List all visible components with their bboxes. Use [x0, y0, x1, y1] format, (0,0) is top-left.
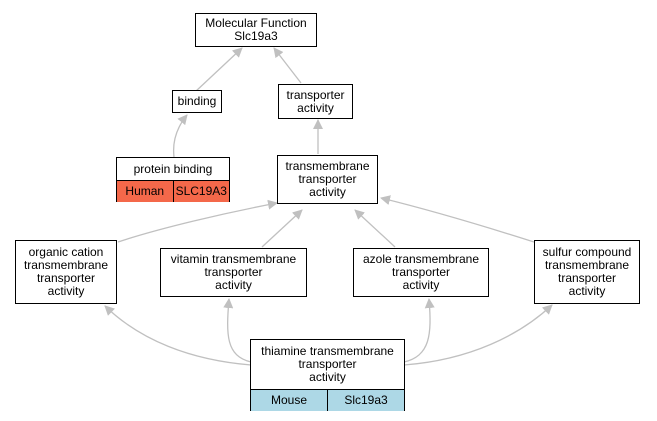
node-transporter-activity-label: transporter activity	[286, 87, 345, 115]
edge-thiamine-to-azole	[403, 298, 435, 363]
node-organic-cation-label: organic cation transmembrane transporter…	[23, 245, 109, 298]
edge-sulfur-to-transmembrane	[380, 195, 535, 243]
edge-transporter-to-mf	[273, 47, 302, 84]
gene-slc19a3-mouse-cell: Slc19a3	[327, 390, 404, 411]
node-thiamine-label: thiamine transmembrane transporter activ…	[261, 344, 394, 384]
thiamine-annotation-row: Mouse Slc19a3	[251, 389, 404, 411]
node-vitamin-transmembrane-transporter-activity[interactable]: vitamin transmembrane transporter activi…	[160, 248, 307, 297]
node-transmembrane-transporter-activity[interactable]: transmembrane transporter activity	[277, 155, 378, 204]
edge-thiamine-to-sulfur	[403, 304, 553, 366]
edge-vitamin-to-transmembrane	[261, 209, 303, 248]
edge-binding-to-mf	[194, 47, 243, 93]
node-azole-label: azole transmembrane transporter activity	[362, 252, 480, 292]
node-protein-binding-label: protein binding	[133, 161, 213, 176]
gene-slc19a3-human-cell: SLC19A3	[172, 181, 229, 202]
node-molecular-function[interactable]: Molecular Function Slc19a3	[195, 13, 317, 47]
edge-azole-to-transmembrane	[354, 209, 396, 248]
protein-binding-annotation-row: Human SLC19A3	[117, 180, 229, 202]
node-molecular-function-label: Molecular Function Slc19a3	[205, 16, 307, 43]
node-transmembrane-transporter-activity-label: transmembrane transporter activity	[285, 159, 370, 199]
node-sulfur-compound-transmembrane-transporter-activity[interactable]: sulfur compound transmembrane transporte…	[534, 240, 640, 304]
species-mouse-cell: Mouse	[251, 390, 327, 411]
node-organic-cation-transmembrane-transporter-activity[interactable]: organic cation transmembrane transporter…	[15, 240, 117, 304]
node-thiamine-transmembrane-transporter-activity[interactable]: thiamine transmembrane transporter activ…	[250, 339, 405, 411]
edge-thiamine-to-organic-cation	[104, 305, 252, 366]
node-protein-binding[interactable]: protein binding Human SLC19A3	[116, 157, 230, 202]
node-vitamin-label: vitamin transmembrane transporter activi…	[170, 252, 297, 292]
node-sulfur-compound-label: sulfur compound transmembrane transporte…	[542, 245, 632, 298]
edge-organic-cation-to-transmembrane	[117, 199, 278, 243]
node-transporter-activity[interactable]: transporter activity	[278, 84, 353, 119]
node-azole-transmembrane-transporter-activity[interactable]: azole transmembrane transporter activity	[353, 248, 489, 297]
edge-thiamine-to-vitamin	[223, 298, 252, 363]
node-binding-label: binding	[177, 94, 217, 108]
edge-protein-binding-to-binding	[172, 114, 188, 158]
node-binding[interactable]: binding	[172, 90, 222, 113]
species-human-cell: Human	[117, 181, 173, 202]
